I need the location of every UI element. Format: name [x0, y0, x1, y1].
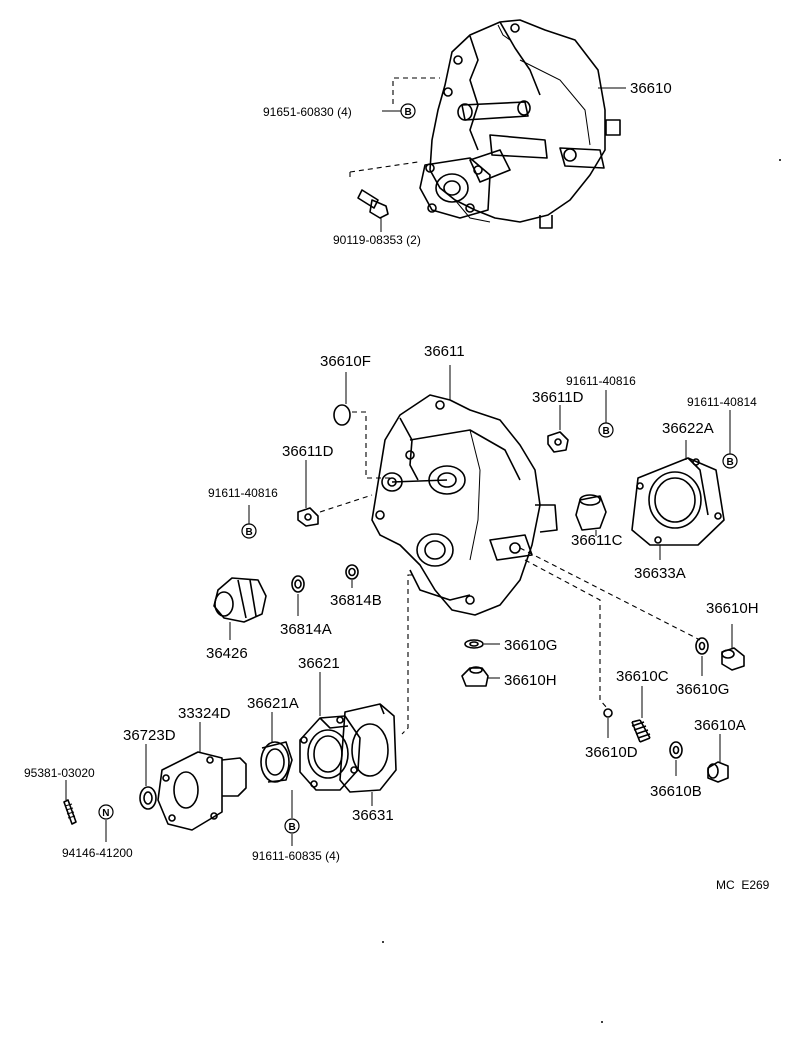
label-36610H-mid: 36610H	[504, 672, 557, 689]
label-36621A: 36621A	[247, 695, 299, 712]
label-36621: 36621	[298, 655, 340, 672]
bushing-36426-drawing	[213, 577, 267, 623]
label-36610F: 36610F	[320, 353, 371, 370]
b-mark-91611-40814: B	[722, 453, 738, 469]
washer-36610G-mid-drawing	[464, 639, 484, 649]
label-94146-41200: 94146-41200	[62, 846, 133, 860]
b-mark-91611-40816-top: B	[598, 422, 614, 438]
label-36622A: 36622A	[662, 420, 714, 437]
n-mark-94146: N	[98, 804, 114, 820]
svg-text:B: B	[727, 457, 734, 468]
label-36426: 36426	[206, 645, 248, 662]
svg-text:B: B	[246, 527, 253, 538]
case-36611-drawing	[371, 394, 558, 616]
gasket-36622A-drawing	[631, 457, 725, 546]
svg-text:B: B	[405, 107, 412, 118]
plug-36610H-mid-drawing	[461, 666, 489, 687]
label-36611D-top: 36611D	[532, 389, 584, 406]
b-mark-91651: B	[400, 103, 416, 119]
svg-text:B: B	[603, 426, 610, 437]
svg-text:B: B	[289, 822, 296, 833]
pin-95381-drawing	[63, 799, 77, 825]
svg-text:N: N	[102, 808, 109, 819]
label-36723D: 36723D	[123, 727, 176, 744]
assembly-36610-drawing	[419, 19, 621, 229]
label-36610G-right: 36610G	[676, 681, 729, 698]
label-33324D: 33324D	[178, 705, 231, 722]
clip-36611D-left-drawing	[297, 507, 319, 527]
plug-36610A-drawing	[707, 761, 729, 783]
label-36610A: 36610A	[694, 717, 746, 734]
label-36814B: 36814B	[330, 592, 382, 609]
label-91651-60830: 91651-60830 (4)	[263, 105, 352, 119]
ring-36814A-drawing	[291, 575, 305, 593]
label-36611: 36611	[424, 343, 465, 360]
bolt-90119-drawing	[357, 189, 389, 219]
label-36610G-mid: 36610G	[504, 637, 557, 654]
label-36631: 36631	[352, 807, 394, 824]
label-91611-40816-top: 91611-40816	[566, 374, 636, 388]
b-mark-91611-40816-left: B	[241, 523, 257, 539]
label-36610B: 36610B	[650, 783, 702, 800]
label-36610H-top: 36610H	[706, 600, 759, 617]
ball-36610D-drawing	[603, 708, 613, 718]
washer-36610G-right-drawing	[695, 637, 709, 655]
washer-36610B-drawing	[669, 741, 683, 759]
label-90119-08353: 90119-08353 (2)	[333, 233, 421, 247]
label-91611-40814: 91611-40814	[687, 395, 757, 409]
clip-36611D-top-drawing	[547, 431, 569, 453]
ring-36723D-drawing	[139, 786, 157, 810]
label-36814A: 36814A	[280, 621, 332, 638]
plug-36610F-drawing	[333, 404, 351, 426]
gasket-36631-drawing	[339, 703, 397, 793]
b-mark-91611-60835: B	[284, 818, 300, 834]
plug-36610H-right-drawing	[721, 647, 745, 671]
label-91611-40816-left: 91611-40816	[208, 486, 278, 500]
label-36610C: 36610C	[616, 668, 669, 685]
spring-36610C-drawing	[631, 719, 651, 743]
label-36611C: 36611C	[571, 532, 623, 549]
diagram-code: MC E269	[716, 878, 770, 892]
label-36610: 36610	[630, 80, 672, 97]
plug-36611C-drawing	[575, 494, 607, 531]
label-95381-03020: 95381-03020	[24, 766, 95, 780]
seal-36621A-drawing	[260, 741, 293, 783]
retainer-36621-drawing	[299, 715, 361, 791]
ring-36814B-drawing	[345, 564, 359, 580]
label-36611D-left: 36611D	[282, 443, 334, 460]
label-36633A: 36633A	[634, 565, 686, 582]
sleeve-33324D-drawing	[157, 751, 247, 831]
label-91611-60835: 91611-60835 (4)	[252, 849, 340, 863]
label-36610D: 36610D	[585, 744, 638, 761]
